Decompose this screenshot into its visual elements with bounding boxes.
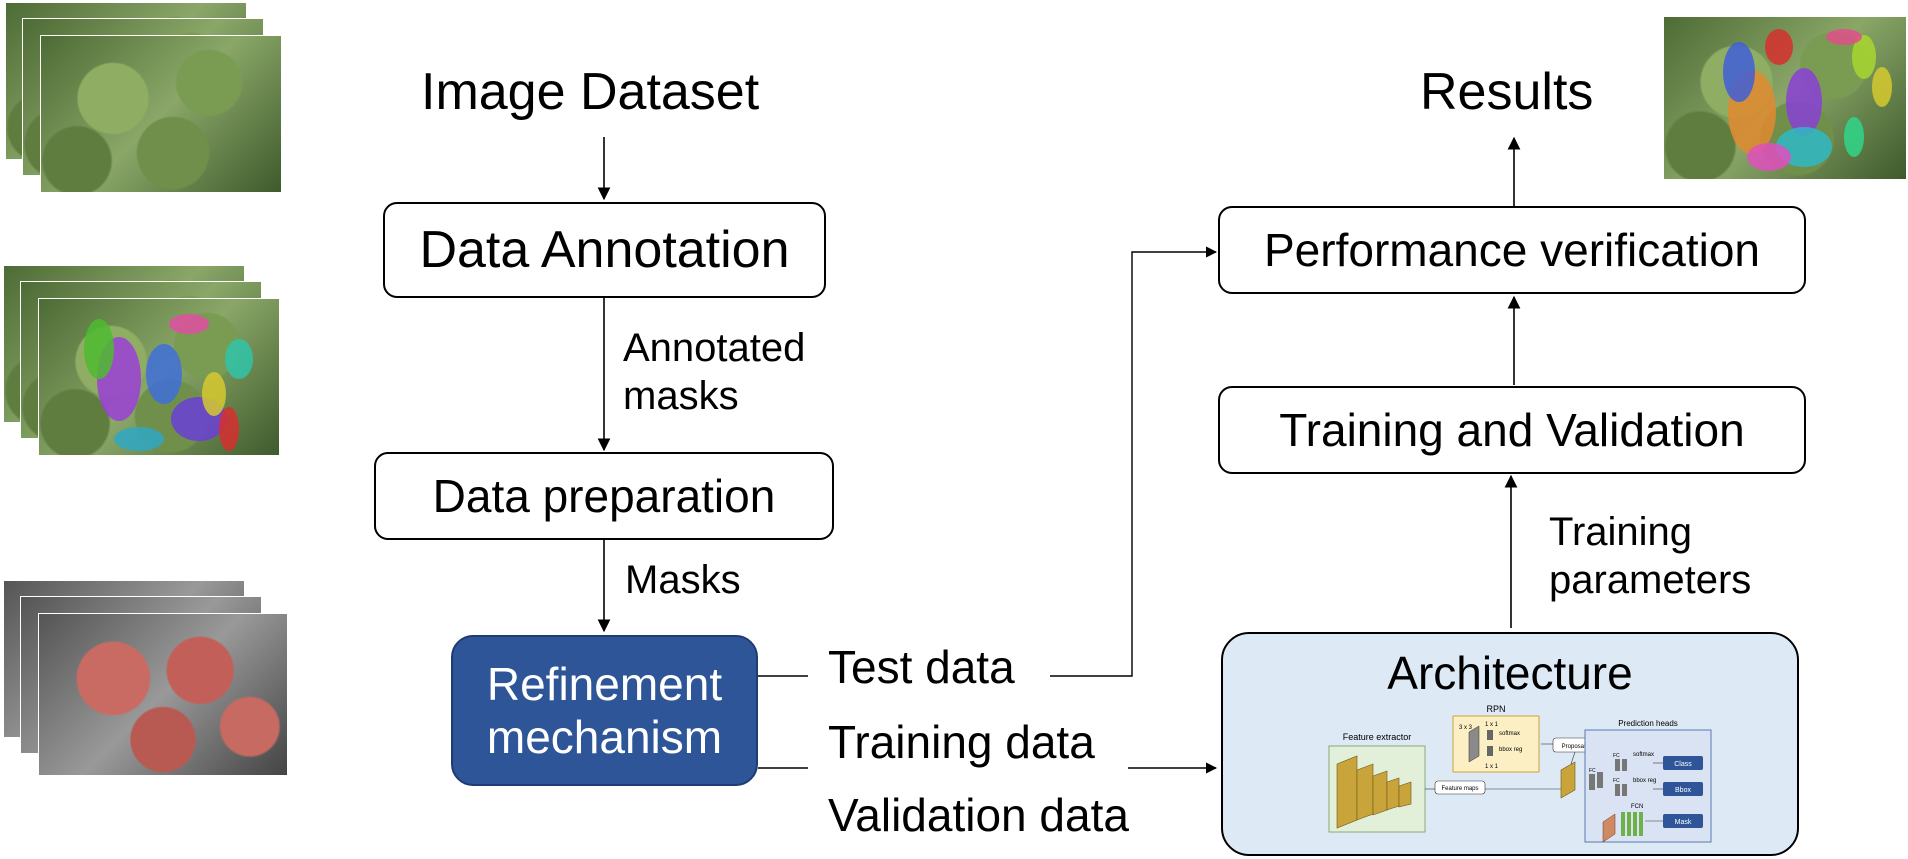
training-parameters-label: Training parameters	[1549, 508, 1751, 604]
annotated-masks-line2: masks	[623, 374, 739, 418]
class-output	[1663, 756, 1703, 770]
feature-maps-label: Feature maps	[1441, 786, 1478, 792]
results-image	[1664, 17, 1906, 179]
fc3-layer	[1615, 784, 1620, 796]
prediction-heads-label: Prediction heads	[1618, 719, 1678, 728]
head-softmax-label: softmax	[1633, 752, 1654, 758]
masks-label: Masks	[625, 558, 741, 602]
results-title: Results	[1420, 63, 1594, 121]
refinement-mechanism-box: Refinement mechanism	[451, 635, 758, 786]
fc1b-layer	[1597, 772, 1603, 788]
fc2-label: FC	[1613, 753, 1620, 759]
training-data-label: Training data	[828, 716, 1095, 768]
fcn-layers	[1621, 812, 1643, 836]
annotated-masks-label: Annotated masks	[623, 324, 805, 420]
data-preparation-box: Data preparation	[374, 452, 834, 540]
mask-output-label: Mask	[1675, 819, 1692, 826]
architecture-title: Architecture	[1387, 647, 1633, 699]
class-output-label: Class	[1674, 761, 1692, 768]
fcn-label: FCN	[1631, 804, 1643, 810]
fc3b-layer	[1622, 784, 1627, 796]
annotated-leaves-overlay	[84, 314, 253, 451]
validation-data-label: Validation data	[828, 789, 1129, 841]
image-stack-original	[5, 2, 295, 197]
proposals-label: Proposals	[1562, 744, 1589, 750]
data-annotation-box: Data Annotation	[383, 202, 826, 298]
rpn-cls-layer	[1487, 730, 1493, 740]
image-stack-masks	[3, 580, 293, 780]
rpn-1x1-top-label: 1 x 1	[1485, 722, 1499, 728]
bbox-output-label: Bbox	[1675, 787, 1691, 794]
results-leaves-overlay	[1723, 29, 1892, 171]
fc2-layer	[1615, 759, 1620, 771]
architecture-box: Architecture Feature extractor RPN 3 x 3…	[1221, 632, 1799, 856]
refinement-line2: mechanism	[486, 710, 723, 763]
feature-extractor-label: Feature extractor	[1343, 732, 1412, 742]
image-stack-annotated	[3, 265, 293, 460]
rpn-bbox-label: bbox reg	[1499, 747, 1522, 753]
performance-verification-box: Performance verification	[1218, 206, 1806, 294]
rpn-1x1-bottom-label: 1 x 1	[1485, 764, 1499, 770]
training-parameters-line2: parameters	[1549, 558, 1752, 602]
test-data-label: Test data	[828, 641, 1015, 693]
rpn-3x3-label: 3 x 3	[1459, 725, 1473, 731]
refinement-line1: Refinement	[486, 657, 723, 710]
fc1-label: FC	[1589, 768, 1596, 774]
feature-extractor-blocks	[1336, 755, 1412, 829]
training-parameters-line1: Training	[1549, 510, 1693, 554]
image-dataset-title: Image Dataset	[421, 63, 760, 121]
fc2b-layer	[1622, 759, 1627, 771]
architecture-schematic: Feature extractor RPN 3 x 3 1 x 1 softma…	[1328, 704, 1712, 843]
mask-branch-block	[1602, 813, 1616, 843]
fc3-label: FC	[1613, 778, 1620, 784]
annotated-masks-line1: Annotated	[623, 326, 806, 370]
training-validation-box: Training and Validation	[1218, 386, 1806, 474]
roi-align-block	[1560, 761, 1576, 799]
bbox-output	[1663, 782, 1703, 796]
rpn-label: RPN	[1486, 704, 1505, 714]
rpn-panel	[1452, 715, 1540, 773]
feature-maps-box	[1434, 780, 1486, 795]
fc1-layer	[1589, 774, 1595, 790]
rpn-softmax-label: softmax	[1499, 731, 1520, 737]
rpn-conv-block	[1468, 725, 1480, 763]
head-bbox-label: bbox reg	[1633, 778, 1656, 784]
mask-output	[1663, 814, 1703, 828]
rpn-reg-layer	[1487, 746, 1493, 756]
